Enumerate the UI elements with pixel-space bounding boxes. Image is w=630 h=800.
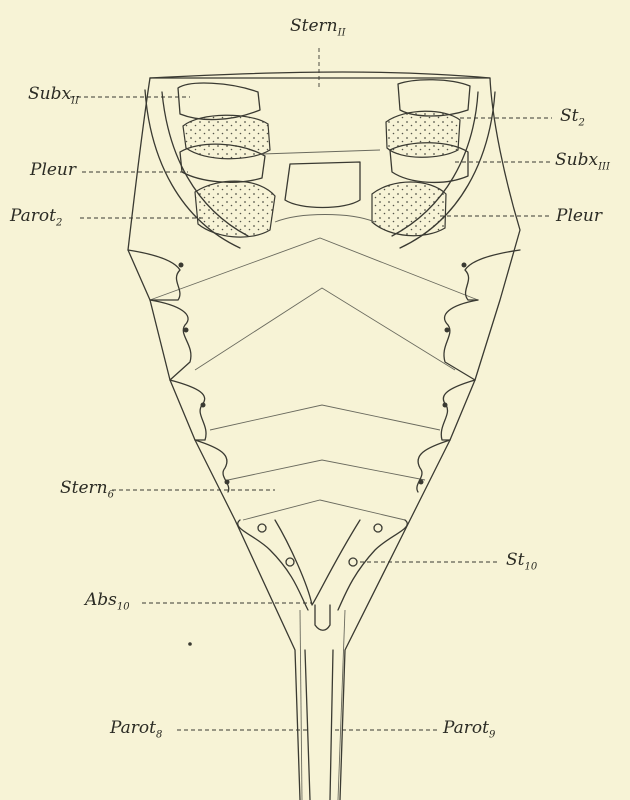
subcoxae-left — [145, 83, 275, 248]
label-stern-6-sub: 6 — [108, 489, 114, 500]
label-pleur-right: Pleur — [556, 208, 602, 225]
label-subx-ii: SubxII — [28, 86, 79, 106]
abdominal-sternites — [150, 238, 478, 520]
sternite-ii — [150, 72, 490, 78]
label-pleur-right-main: Pleur — [556, 206, 602, 226]
label-abs-10-main: Abs — [85, 590, 117, 610]
label-st-2-main: St — [560, 106, 578, 126]
label-subx-ii-sub: II — [71, 95, 79, 106]
label-subx-iii-main: Subx — [555, 150, 598, 170]
label-subx-ii-main: Subx — [28, 84, 71, 104]
label-parot-9-main: Parot — [443, 718, 489, 738]
stray-dot — [188, 642, 192, 646]
label-stern-ii-main: Stern — [290, 16, 338, 36]
label-subx-iii: SubxIII — [555, 152, 610, 172]
leader-lines — [70, 48, 552, 730]
paratergites-left — [128, 250, 230, 492]
sternite-iii — [262, 150, 380, 222]
label-parot-9-sub: 9 — [489, 729, 495, 740]
label-st-2-sub: 2 — [578, 117, 584, 128]
label-stern-ii: SternII — [290, 18, 346, 38]
label-parot-2-main: Parot — [10, 206, 56, 226]
label-abs-10-sub: 10 — [117, 601, 130, 612]
label-parot-8-sub: 8 — [156, 729, 162, 740]
label-subx-iii-sub: III — [598, 161, 610, 172]
subcoxae-right — [372, 80, 495, 248]
label-parot-8-main: Parot — [110, 718, 156, 738]
label-st-10-main: St — [506, 550, 524, 570]
label-st-10-sub: 10 — [524, 561, 537, 572]
label-stern-6-main: Stern — [60, 478, 108, 498]
label-abs-10: Abs10 — [85, 592, 130, 612]
label-parot-2-sub: 2 — [56, 217, 62, 228]
label-parot-2: Parot2 — [10, 208, 62, 228]
label-st-2: St2 — [560, 108, 585, 128]
label-pleur-left: Pleur — [30, 162, 76, 179]
label-st-10: St10 — [506, 552, 537, 572]
label-pleur-left-main: Pleur — [30, 160, 76, 180]
label-stern-6: Stern6 — [60, 480, 114, 500]
label-parot-8: Parot8 — [110, 720, 162, 740]
label-parot-9: Parot9 — [443, 720, 495, 740]
label-stern-ii-sub: II — [338, 27, 346, 38]
body-outline — [128, 78, 520, 800]
